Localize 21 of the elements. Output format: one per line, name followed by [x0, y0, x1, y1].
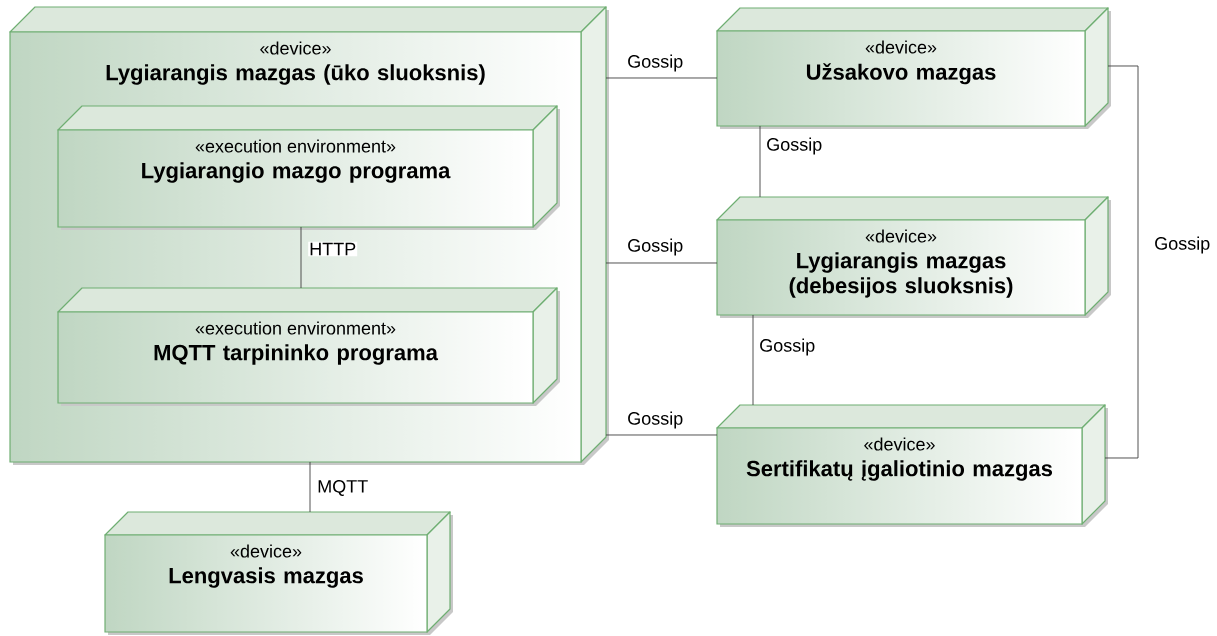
edge-label: MQTT	[316, 479, 370, 497]
connector	[752, 314, 754, 406]
node-box-3d: «device» Užsakovo mazgas	[716, 7, 1111, 129]
connector	[605, 77, 718, 79]
edge-label: Gossip	[626, 237, 685, 257]
node-box-3d: «device» Lengvasis mazgas	[104, 511, 453, 635]
connector	[605, 262, 718, 264]
connector	[1104, 65, 1139, 459]
node-box-3d: «device» Sertifikatų įgaliotinio mazgas	[716, 404, 1108, 527]
connector	[605, 434, 718, 436]
node-box-3d: «execution environment» Lygiarangio mazgo programa	[57, 105, 560, 230]
connector	[300, 226, 302, 289]
node-box-3d: «device» Lygiarangis mazgas (debesijos sluoksnis)	[716, 196, 1111, 318]
edge-label: Gossip	[626, 410, 685, 430]
node-box-3d: «execution environment» MQTT tarpininko programa	[57, 287, 560, 406]
connector	[759, 125, 761, 198]
edge-label: Gossip	[1153, 235, 1212, 255]
edge-label: Gossip	[626, 53, 685, 73]
connector	[309, 461, 311, 513]
edge-label: Gossip	[765, 136, 824, 156]
edge-label: Gossip	[758, 337, 817, 357]
